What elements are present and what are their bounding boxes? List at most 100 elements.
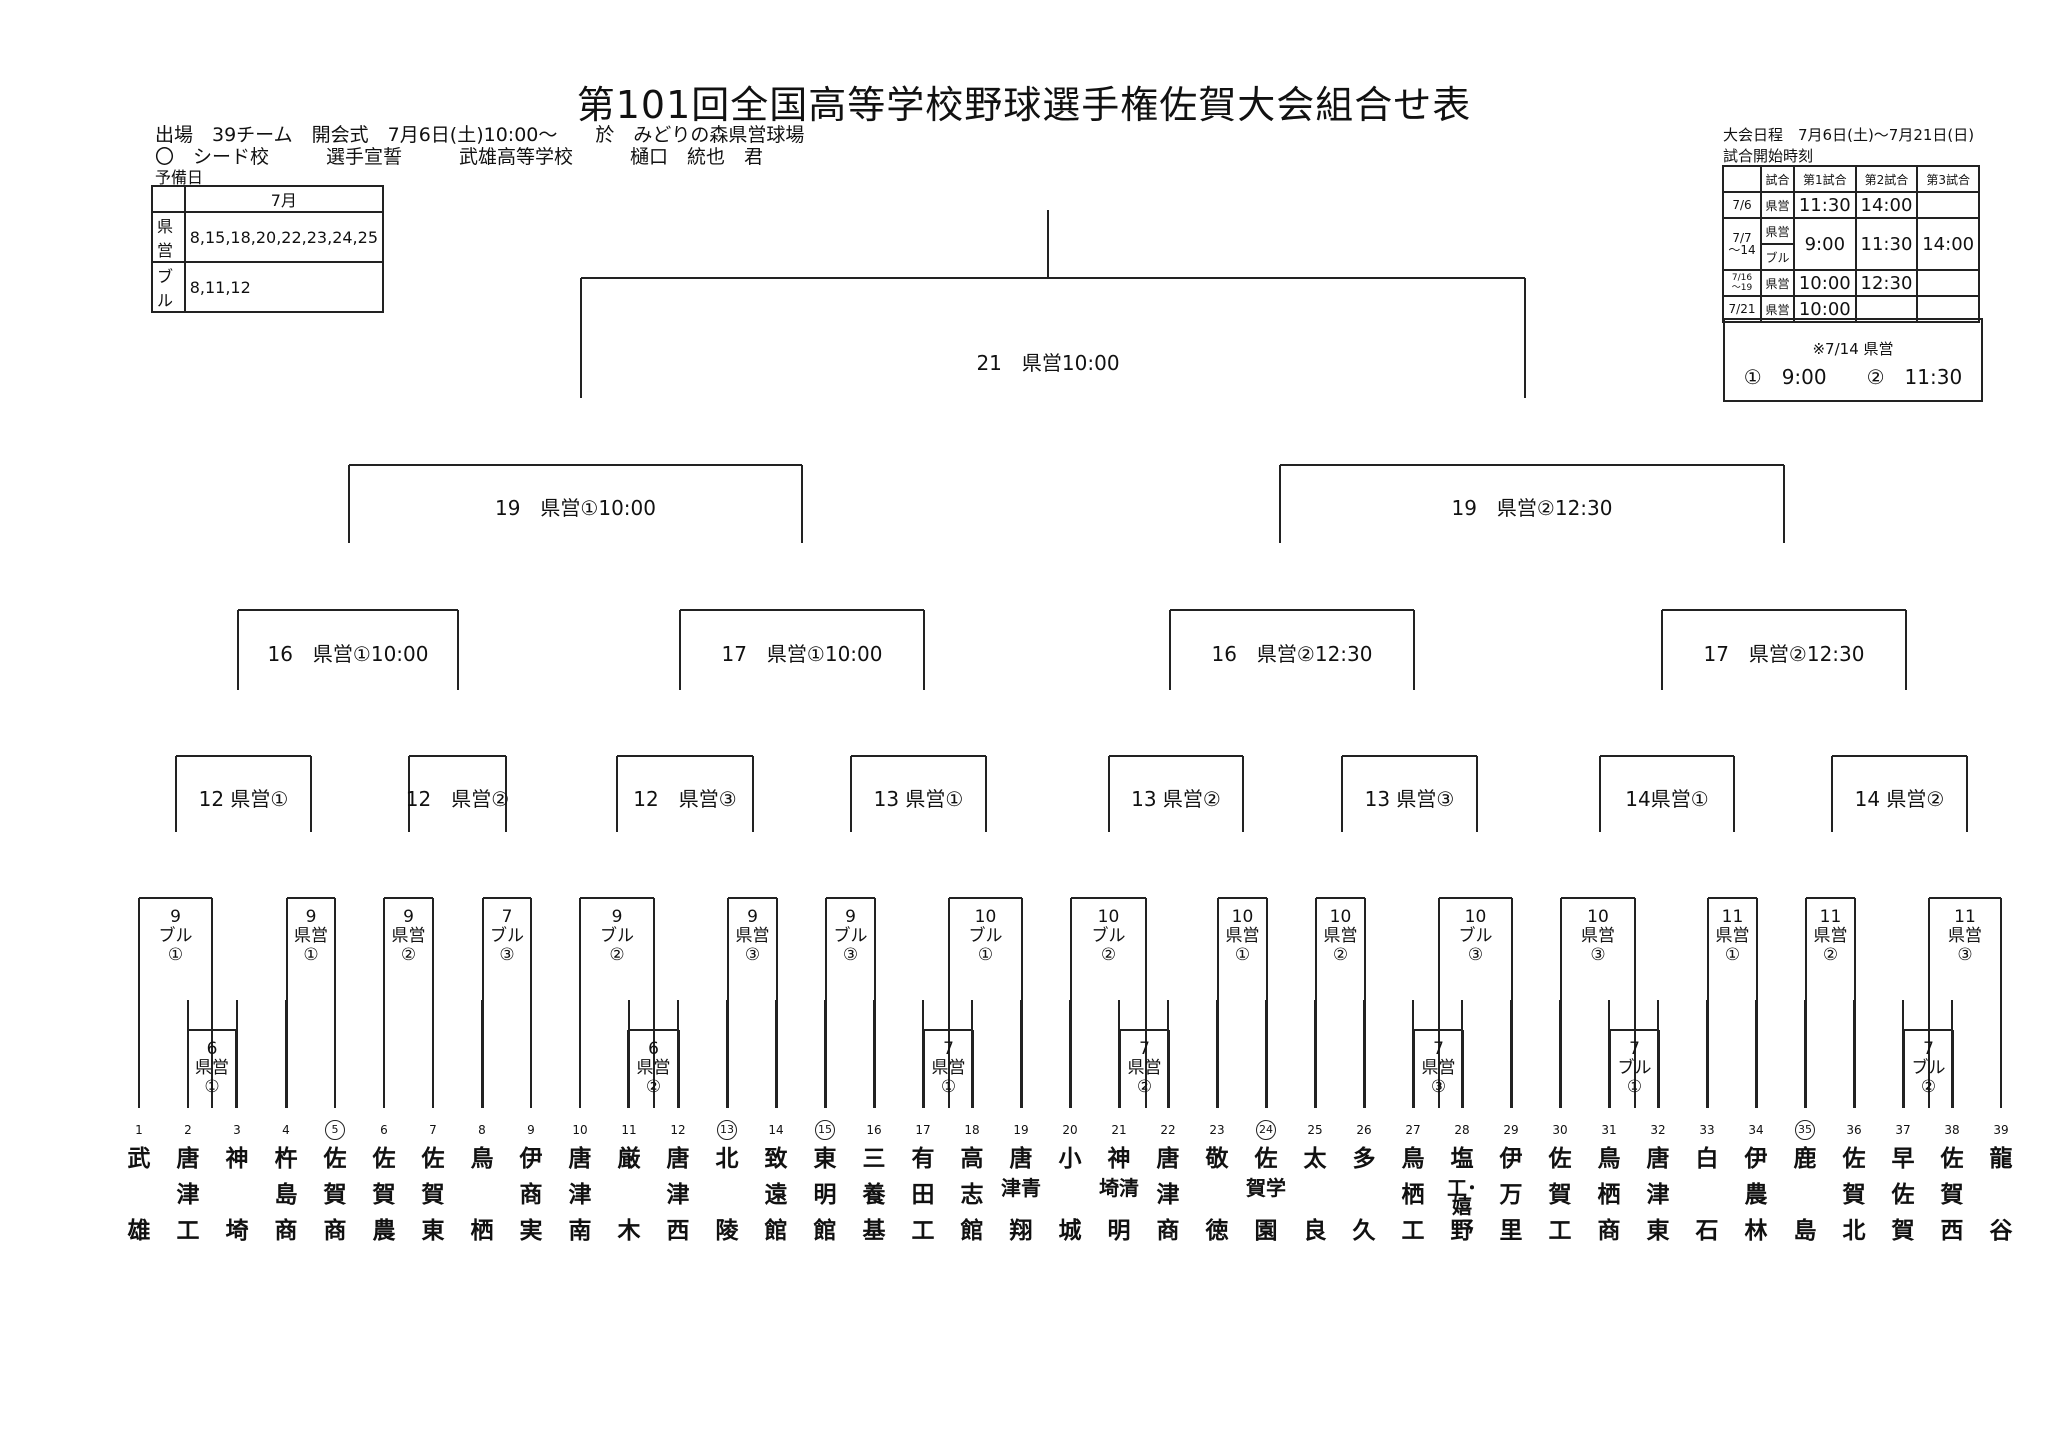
- team-name: 塩工･嬉野: [1442, 1143, 1482, 1251]
- times-header: 第1試合: [1792, 165, 1857, 193]
- team-number: 8: [478, 1123, 486, 1137]
- team-name-char: 賀学: [1246, 1176, 1286, 1200]
- team-name: 神埼清明: [1099, 1143, 1139, 1251]
- team-name-char: 工: [1401, 1218, 1425, 1244]
- match-label: 7 県営 ③: [1421, 1039, 1456, 1097]
- team-name-char: 鹿: [1793, 1146, 1817, 1172]
- team-number: 27: [1405, 1123, 1421, 1137]
- team-name-char: 西: [1940, 1218, 1964, 1244]
- team-name-char: 多: [1352, 1146, 1376, 1172]
- quarter-label: 16 県営②12:30: [1211, 642, 1373, 666]
- team-name-char: [1050, 1179, 1090, 1215]
- match-label: 9 県営 ③: [735, 907, 770, 965]
- team-name: 小城: [1050, 1143, 1090, 1251]
- team-name-char: 賀: [1891, 1218, 1915, 1244]
- reserve-dates: 8,11,12: [183, 261, 385, 313]
- note-line-1: ※7/14 県営: [1812, 340, 1894, 358]
- team-name: 伊商実: [511, 1143, 551, 1251]
- team-name: 唐津南: [560, 1143, 600, 1251]
- team-name-char: 万: [1499, 1182, 1523, 1208]
- team-number: 17: [915, 1123, 931, 1137]
- team-name-char: 賀: [1548, 1182, 1572, 1208]
- note-line-2: ① 9:00 ② 11:30: [1743, 365, 1963, 389]
- team-number: 15: [815, 1120, 835, 1140]
- team-name: 鹿島: [1785, 1143, 1825, 1251]
- team-name-char: 高: [960, 1146, 984, 1172]
- team-name-char: 唐: [1156, 1146, 1180, 1172]
- match-label: 10 県営 ①: [1225, 907, 1260, 965]
- team-name-char: 小: [1058, 1146, 1082, 1172]
- team-name-char: 佐: [1891, 1182, 1915, 1208]
- team-name-char: 龍: [1989, 1146, 2013, 1172]
- times-header: 第2試合: [1854, 165, 1919, 193]
- team-name: 早佐賀: [1883, 1143, 1923, 1251]
- team-name-char: 唐: [1646, 1146, 1670, 1172]
- match-label: 9 ブル ①: [158, 907, 193, 965]
- team-name-char: 工: [1548, 1218, 1572, 1244]
- team-name-char: 志: [960, 1182, 984, 1208]
- team-name-char: 佐: [1254, 1146, 1278, 1172]
- team-number: 37: [1895, 1123, 1911, 1137]
- team-name-char: 佐: [421, 1146, 445, 1172]
- team-name: 伊万里: [1491, 1143, 1531, 1251]
- times-venue: 県営: [1760, 191, 1795, 219]
- times-date: 7/7 ～14: [1722, 217, 1762, 271]
- match-label: 6 県営 ②: [636, 1039, 671, 1097]
- match-label: 7 ブル ②: [1911, 1039, 1946, 1097]
- team-name-char: 佐: [372, 1146, 396, 1172]
- reserve-month: 7月: [183, 185, 385, 213]
- team-number: 19: [1013, 1123, 1029, 1137]
- team-name-char: 遠: [764, 1182, 788, 1208]
- team-name: 佐賀商: [315, 1143, 355, 1251]
- team-name-char: 久: [1352, 1218, 1376, 1244]
- team-number: 32: [1650, 1123, 1666, 1137]
- team-name: 三養基: [854, 1143, 894, 1251]
- team-name-char: 園: [1254, 1218, 1278, 1244]
- team-name: 佐賀工: [1540, 1143, 1580, 1251]
- team-number: 21: [1111, 1123, 1127, 1137]
- team-number: 28: [1454, 1123, 1470, 1137]
- team-name-char: 館: [813, 1218, 837, 1244]
- team-name: 敬徳: [1197, 1143, 1237, 1251]
- round16-label: 12 県営①: [198, 787, 289, 811]
- team-name-char: [609, 1179, 649, 1215]
- match-label: 11 県営 ①: [1715, 907, 1750, 965]
- team-number: 25: [1307, 1123, 1323, 1137]
- match-label: 10 ブル ③: [1458, 907, 1493, 965]
- match-label: 9 ブル ②: [600, 907, 634, 965]
- match-label: 10 ブル ②: [1091, 907, 1126, 965]
- team-name-char: 石: [1695, 1218, 1719, 1244]
- team-name-char: 農: [1744, 1182, 1768, 1208]
- times-cell: 12:30: [1854, 269, 1919, 297]
- team-name: 龍谷: [1981, 1143, 2021, 1251]
- start-times-table: 試合 第1試合 第2試合 第3試合 7/6 県営 11:30 14:00 7/7…: [1722, 165, 1980, 323]
- team-name-char: 塩: [1450, 1146, 1474, 1172]
- match-label: 10 ブル ①: [968, 907, 1003, 965]
- team-name-char: 工･嬉: [1447, 1176, 1477, 1218]
- team-name-char: 島: [1793, 1218, 1817, 1244]
- team-name: 有田工: [903, 1143, 943, 1251]
- team-name-char: 明: [813, 1182, 837, 1208]
- team-name: 武雄: [119, 1143, 159, 1251]
- team-name-char: 鳥: [1401, 1146, 1425, 1172]
- team-name-char: 木: [617, 1218, 641, 1244]
- team-number: 3: [233, 1123, 241, 1137]
- team-name-char: 島: [274, 1182, 298, 1208]
- team-name-char: 翔: [1009, 1218, 1033, 1244]
- times-date: 7/6: [1722, 191, 1762, 219]
- times-venue: 県営: [1760, 217, 1795, 245]
- team-name-char: 埼清: [1099, 1176, 1139, 1200]
- team-name-char: 賀: [323, 1182, 347, 1208]
- team-name-char: 唐: [176, 1146, 200, 1172]
- team-name-char: [1785, 1179, 1825, 1215]
- team-number: 22: [1160, 1123, 1176, 1137]
- team-name-char: 致: [764, 1146, 788, 1172]
- team-name: 鳥栖: [462, 1143, 502, 1251]
- info-line-1: 出場 39チーム 開会式 7月6日(土)10:00～ 於 みどりの森県営球場: [155, 124, 805, 146]
- team-name: 高志館: [952, 1143, 992, 1251]
- team-name: 致遠館: [756, 1143, 796, 1251]
- team-name-char: 鳥: [470, 1146, 494, 1172]
- team-name-char: [119, 1179, 159, 1215]
- match-label: 9 県営 ①: [294, 907, 328, 965]
